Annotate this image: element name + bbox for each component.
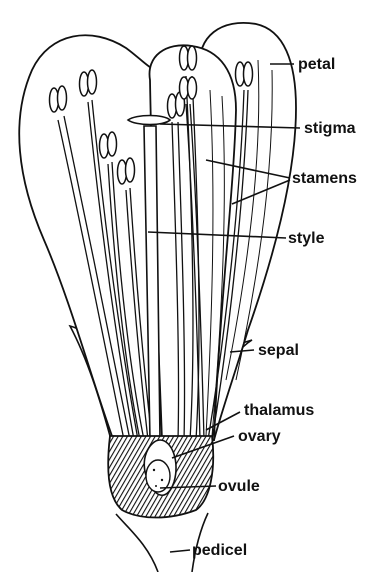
label-style: style xyxy=(288,230,325,247)
label-stigma: stigma xyxy=(304,120,356,137)
label-ovule: ovule xyxy=(218,478,260,495)
label-thalamus: thalamus xyxy=(244,402,314,419)
label-sepal: sepal xyxy=(258,342,299,359)
label-ovary: ovary xyxy=(238,428,281,445)
label-pedicel: pedicel xyxy=(192,542,247,559)
stigma-head xyxy=(128,116,170,125)
label-stamens: stamens xyxy=(292,170,357,187)
label-petal: petal xyxy=(298,56,335,73)
